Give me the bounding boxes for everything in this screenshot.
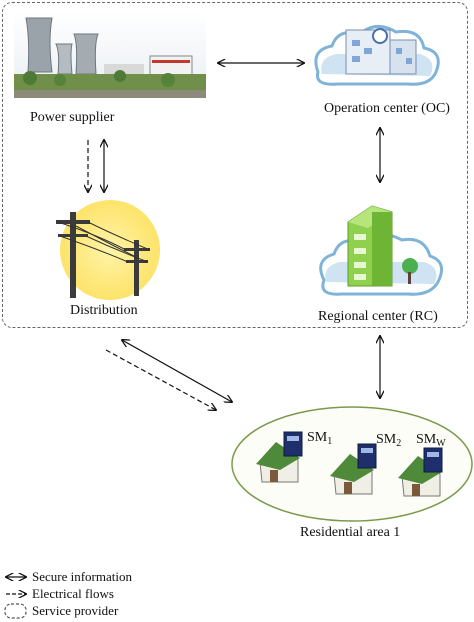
legend-provider-box	[4, 603, 27, 619]
smart-meter-1-label: SM1	[307, 430, 333, 447]
arrow-distribution-residential	[122, 340, 232, 402]
smart-meter-w-label: SMW	[416, 432, 446, 449]
regional-center-label: Regional center (RC)	[318, 309, 438, 324]
service-provider-boundary	[2, 2, 468, 328]
residential-area-label: Residential area 1	[300, 525, 401, 540]
regional-center-icon	[319, 205, 444, 296]
power-supplier-label: Power supplier	[30, 110, 115, 125]
smart-meter-1-icon	[283, 431, 303, 457]
smart-meter-w-icon	[423, 447, 443, 473]
electrical-arrow-distribution-residential	[105, 349, 216, 410]
power-plant-image	[14, 10, 206, 98]
operation-center-label: Operation center (OC)	[324, 101, 450, 116]
smart-meter-2-icon	[357, 443, 377, 469]
distribution-label: Distribution	[70, 303, 138, 318]
operation-center-icon	[314, 25, 440, 86]
distribution-icon	[56, 200, 160, 300]
smart-meter-2-label: SM2	[376, 432, 402, 449]
